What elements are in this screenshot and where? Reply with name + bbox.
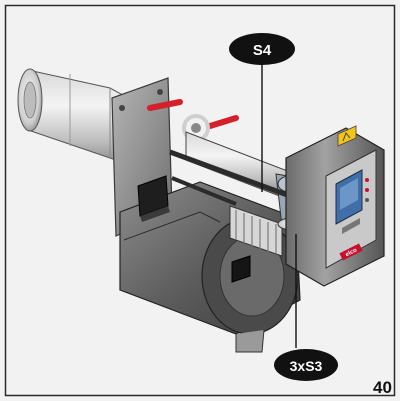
fan-grille [229,205,283,257]
brand-badge [339,243,363,261]
callout-s4-label: S4 [253,42,272,59]
callout-s4: S4 [229,33,295,65]
status-led-icon [365,178,369,182]
figure-border [4,4,396,397]
frame-rails [169,149,291,206]
adjustment-handles [147,99,239,142]
warning-label-icon [337,125,357,147]
control-box: elco [285,125,385,287]
page-number: 40 [373,378,392,397]
callout-s3-label: 3xS3 [290,358,323,374]
servomotor [137,175,170,222]
connector-block [231,255,251,283]
brand-mark: elco [345,247,359,258]
callout-s3: 3xS3 [274,349,338,381]
